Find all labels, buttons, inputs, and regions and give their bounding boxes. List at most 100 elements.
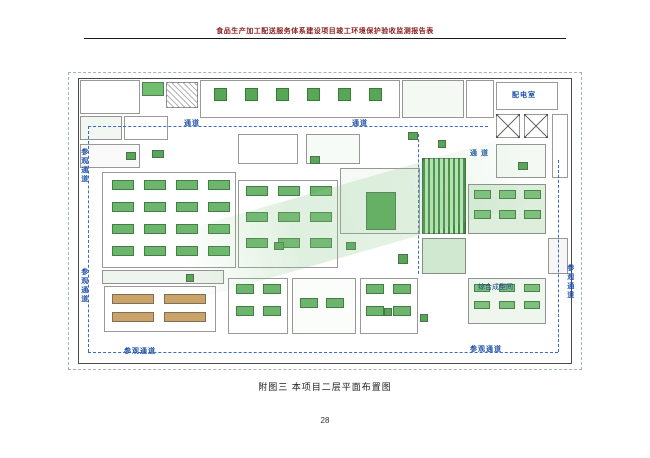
- room-block: [496, 114, 520, 138]
- room-block: [112, 294, 154, 304]
- equipment-block: [186, 274, 194, 282]
- route-line: [88, 126, 488, 127]
- room-block: [552, 114, 568, 178]
- desk-block: [144, 246, 166, 256]
- desk-block: [524, 210, 541, 219]
- plan-label: 通 道: [470, 150, 489, 157]
- equipment-block: [126, 152, 136, 160]
- plan-layer: 通道通道通 道配电室参观通道参观通道参观通道参观通道参观通道综合成型间: [66, 72, 586, 372]
- desk-block: [310, 238, 332, 248]
- desk-block: [499, 190, 516, 199]
- plan-label: 配电室: [512, 92, 536, 99]
- desk-block: [208, 180, 230, 190]
- floor-plan: 通道通道通 道配电室参观通道参观通道参观通道参观通道参观通道综合成型间: [66, 72, 586, 372]
- desk-block: [338, 88, 351, 101]
- figure-caption: 附图三 本项目二层平面布置图: [258, 382, 392, 392]
- desk-block: [366, 284, 384, 294]
- header-rule: [84, 38, 566, 39]
- plan-label: 参观通道: [470, 346, 502, 353]
- room-block: [164, 312, 206, 322]
- desk-block: [524, 301, 540, 309]
- equipment-block: [384, 308, 392, 316]
- route-line: [88, 352, 558, 353]
- room-block: [524, 114, 548, 138]
- room-block: [422, 158, 466, 234]
- desk-block: [208, 224, 230, 234]
- room-block: [104, 286, 216, 332]
- equipment-block: [408, 132, 418, 140]
- room-block: [238, 134, 298, 164]
- desk-block: [278, 212, 300, 222]
- desk-block: [246, 186, 268, 196]
- plan-label: 通道: [184, 120, 200, 127]
- plan-label: 参观通道: [566, 264, 574, 300]
- desk-block: [112, 180, 134, 190]
- desk-block: [236, 284, 254, 294]
- site-boundary: [68, 72, 582, 370]
- desk-block: [176, 224, 198, 234]
- desk-block: [307, 88, 320, 101]
- equipment-block: [274, 242, 284, 250]
- desk-block: [474, 210, 491, 219]
- desk-block: [524, 284, 540, 292]
- desk-block: [393, 284, 411, 294]
- room-block: [200, 80, 400, 118]
- route-line: [418, 134, 419, 274]
- desk-block: [393, 306, 411, 316]
- desk-block: [300, 298, 318, 308]
- room-block: [166, 82, 198, 108]
- desk-block: [499, 284, 515, 292]
- desk-block: [499, 301, 515, 309]
- desk-block: [499, 210, 516, 219]
- desk-block: [366, 306, 384, 316]
- desk-block: [144, 224, 166, 234]
- room-block: [466, 80, 494, 118]
- desk-block: [208, 202, 230, 212]
- equipment-block: [438, 140, 446, 148]
- plan-label: 参观通道: [80, 148, 88, 184]
- desk-block: [369, 88, 382, 101]
- desk-block: [112, 224, 134, 234]
- equipment-block: [310, 156, 320, 164]
- report-title: 食品生产加工配送服务体系建设项目竣工环境保护验收监测报告表: [216, 28, 434, 35]
- room-block: [80, 116, 122, 140]
- route-line: [88, 126, 89, 352]
- desk-block: [176, 246, 198, 256]
- room-block: [80, 80, 140, 114]
- desk-block: [208, 246, 230, 256]
- room-block: [164, 294, 206, 304]
- desk-block: [276, 88, 289, 101]
- desk-block: [176, 180, 198, 190]
- desk-block: [474, 301, 490, 309]
- room-block: [124, 116, 168, 140]
- desk-block: [326, 298, 344, 308]
- room-block: [496, 144, 546, 178]
- room-block: [402, 80, 464, 118]
- desk-block: [112, 246, 134, 256]
- plan-label: 通道: [352, 120, 368, 127]
- desk-block: [112, 202, 134, 212]
- desk-block: [214, 88, 227, 101]
- room-block: [112, 312, 154, 322]
- room-block: [142, 82, 164, 96]
- room-block: [496, 82, 558, 110]
- desk-block: [176, 202, 198, 212]
- desk-block: [246, 238, 268, 248]
- plan-label: 参观通道: [80, 268, 88, 304]
- desk-block: [263, 306, 281, 316]
- desk-block: [246, 212, 268, 222]
- equipment-block: [518, 162, 528, 170]
- desk-block: [474, 284, 490, 292]
- equipment-block: [398, 254, 408, 264]
- room-block: [102, 270, 224, 284]
- page-number: 28: [320, 416, 330, 425]
- desk-block: [310, 212, 332, 222]
- equipment-block: [420, 314, 428, 322]
- room-block: [422, 238, 466, 274]
- desk-block: [474, 190, 491, 199]
- plan-label: 参观通道: [124, 348, 156, 355]
- desk-block: [524, 190, 541, 199]
- desk-block: [245, 88, 258, 101]
- desk-block: [144, 202, 166, 212]
